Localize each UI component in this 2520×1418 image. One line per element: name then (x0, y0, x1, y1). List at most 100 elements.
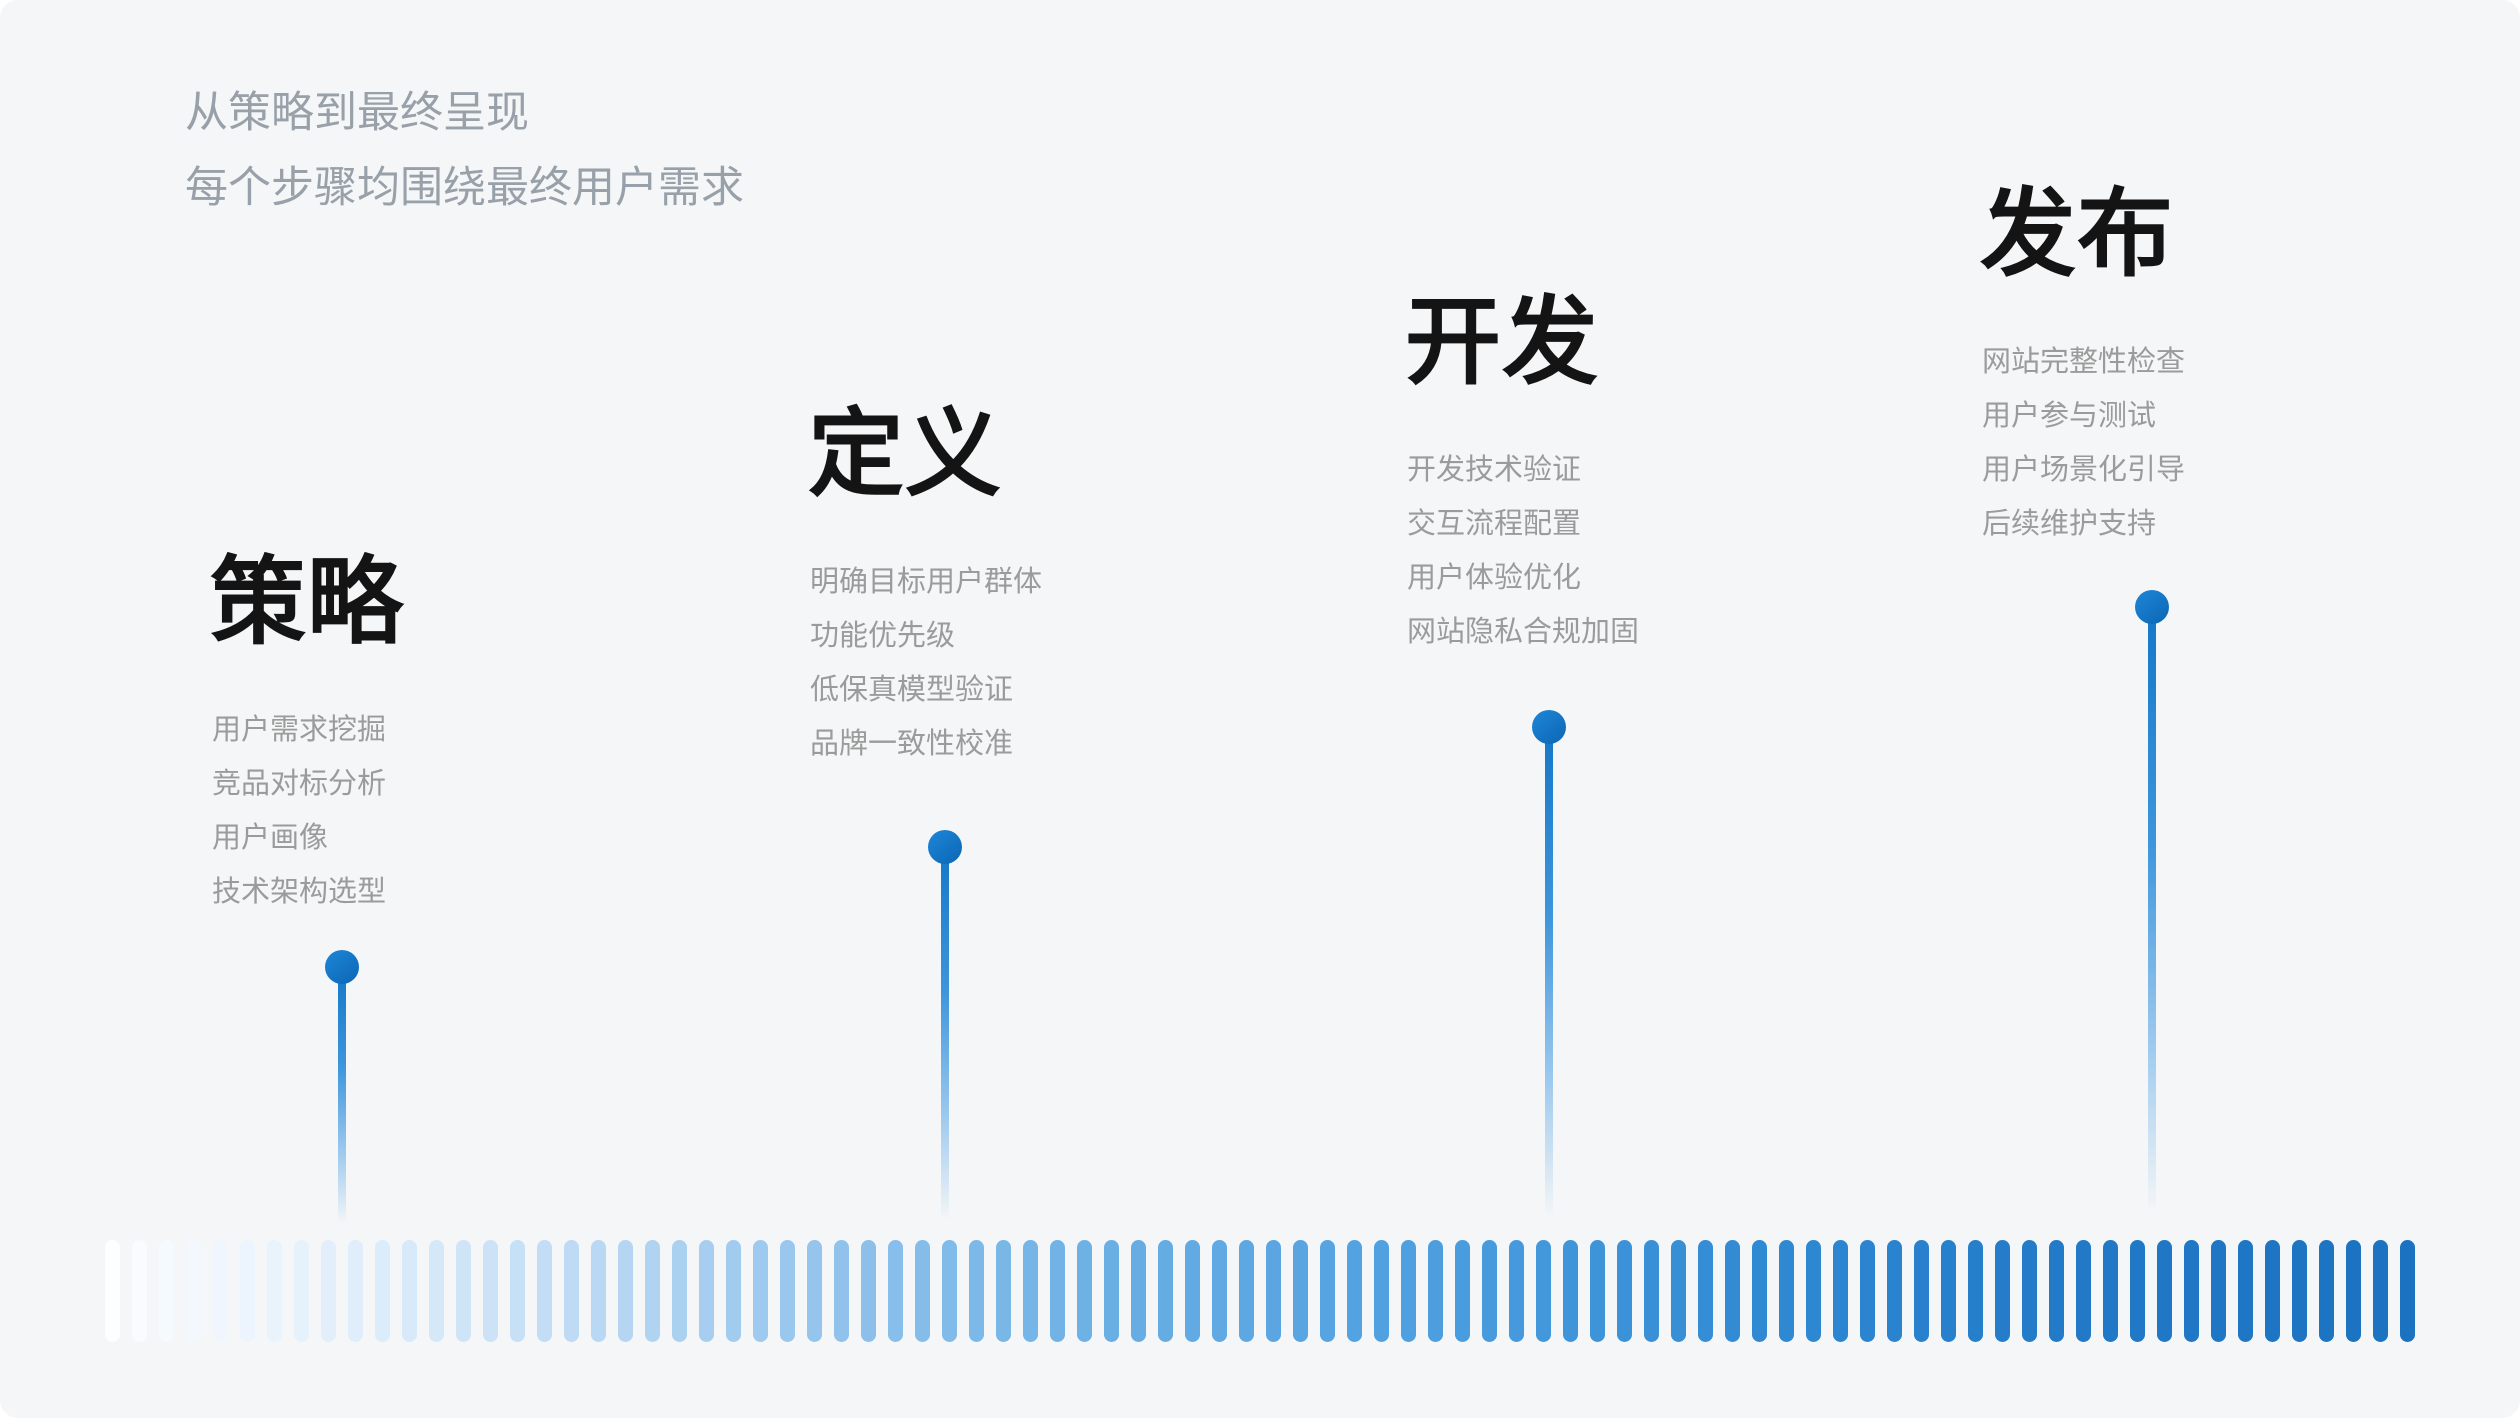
stage-item-list: 明确目标用户群体 功能优先级 低保真模型验证 品牌一致性校准 (810, 555, 1042, 771)
timeline-bar (1941, 1240, 1956, 1342)
timeline-bar (753, 1240, 768, 1342)
subtitle-line-2: 每个步骤均围绕最终用户需求 (185, 164, 744, 212)
timeline-bar (1860, 1240, 1875, 1342)
timeline-bar (2319, 1240, 2334, 1342)
timeline-bar (564, 1240, 579, 1342)
stage-item: 后续维护支持 (1982, 508, 2157, 540)
stage-item-list: 用户需求挖掘 竞品对标分析 用户画像 技术架构选型 (212, 703, 404, 919)
timeline-bar (1347, 1240, 1362, 1342)
timeline-bar (537, 1240, 552, 1342)
timeline-bar (1698, 1240, 1713, 1342)
stage-item: 品牌一致性校准 (810, 728, 1014, 760)
timeline-bar (618, 1240, 633, 1342)
stage-item: 技术架构选型 (212, 876, 387, 908)
timeline-bar (186, 1240, 201, 1342)
timeline-bar (2346, 1240, 2361, 1342)
timeline-bar (2076, 1240, 2091, 1342)
timeline-bar (1482, 1240, 1497, 1342)
stage-item: 用户体验优化 (1407, 562, 1582, 594)
timeline-bar (1239, 1240, 1254, 1342)
stage-develop: 开发 开发技术验证 交互流程配置 用户体验优化 网站隐私合规加固 (1405, 290, 1639, 659)
timeline-bar (294, 1240, 309, 1342)
timeline-bar (213, 1240, 228, 1342)
stage-item: 竞品对标分析 (212, 768, 387, 800)
timeline-bar (915, 1240, 930, 1342)
timeline-bar (483, 1240, 498, 1342)
stage-item: 明确目标用户群体 (810, 566, 1043, 598)
timeline-bar (1536, 1240, 1551, 1342)
timeline-bar (375, 1240, 390, 1342)
timeline-bar (402, 1240, 417, 1342)
milestone-stem (941, 847, 949, 1232)
timeline-bar (2022, 1240, 2037, 1342)
timeline-bar (2130, 1240, 2145, 1342)
stage-strategy: 策略 用户需求挖掘 竞品对标分析 用户画像 技术架构选型 (210, 550, 404, 919)
milestone-dot (1532, 710, 1566, 744)
timeline-bar (348, 1240, 363, 1342)
timeline-bar (942, 1240, 957, 1342)
stage-item: 功能优先级 (810, 620, 956, 652)
timeline-bar (1131, 1240, 1146, 1342)
timeline-bar (456, 1240, 471, 1342)
stage-item: 开发技术验证 (1407, 454, 1582, 486)
timeline-bar (1671, 1240, 1686, 1342)
milestone-dot (928, 830, 962, 864)
timeline-bar (1320, 1240, 1335, 1342)
timeline-bar (1212, 1240, 1227, 1342)
timeline-bar (1104, 1240, 1119, 1342)
timeline-bar (1779, 1240, 1794, 1342)
timeline-bar (807, 1240, 822, 1342)
timeline-bar (672, 1240, 687, 1342)
timeline-bar (321, 1240, 336, 1342)
timeline-bar (1563, 1240, 1578, 1342)
timeline-bar (1077, 1240, 1092, 1342)
timeline-bar (1428, 1240, 1443, 1342)
timeline-bar (591, 1240, 606, 1342)
timeline-bar (1050, 1240, 1065, 1342)
timeline-bar (996, 1240, 1011, 1342)
timeline-bar (1293, 1240, 1308, 1342)
timeline-bar (240, 1240, 255, 1342)
stage-title: 定义 (808, 401, 1002, 508)
timeline-bar (726, 1240, 741, 1342)
stage-launch: 发布 网站完整性检查 用户参与测试 用户场景化引导 后续维护支持 (1980, 182, 2185, 551)
timeline-bar (2211, 1240, 2226, 1342)
timeline-bar (2292, 1240, 2307, 1342)
timeline-bar (780, 1240, 795, 1342)
timeline-bar (2265, 1240, 2280, 1342)
timeline-bar (1266, 1240, 1281, 1342)
timeline-bar (2238, 1240, 2253, 1342)
timeline-bar (1644, 1240, 1659, 1342)
timeline-bar (1455, 1240, 1470, 1342)
stage-title: 发布 (1980, 181, 2174, 288)
timeline-bar (1401, 1240, 1416, 1342)
stage-item: 低保真模型验证 (810, 674, 1014, 706)
page-subtitle: 从策略到最终呈现 每个步骤均围绕最终用户需求 (185, 76, 744, 226)
stage-item: 网站完整性检查 (1982, 346, 2186, 378)
subtitle-line-1: 从策略到最终呈现 (185, 89, 529, 137)
milestone-stem (338, 967, 346, 1232)
timeline-bar (105, 1240, 120, 1342)
timeline-bar (1806, 1240, 1821, 1342)
stage-item: 用户需求挖掘 (212, 714, 387, 746)
timeline-bar (159, 1240, 174, 1342)
timeline-bar (1590, 1240, 1605, 1342)
timeline-bar (645, 1240, 660, 1342)
stage-item: 用户画像 (212, 822, 329, 854)
timeline-bar (2049, 1240, 2064, 1342)
stage-define: 定义 明确目标用户群体 功能优先级 低保真模型验证 品牌一致性校准 (808, 402, 1042, 771)
timeline-bars (105, 1240, 2415, 1342)
timeline-bar (1914, 1240, 1929, 1342)
timeline-bar (1158, 1240, 1173, 1342)
timeline-bar (2400, 1240, 2415, 1342)
timeline-bar (510, 1240, 525, 1342)
stage-item-list: 网站完整性检查 用户参与测试 用户场景化引导 后续维护支持 (1982, 335, 2185, 551)
timeline-bar (699, 1240, 714, 1342)
timeline-bar (2184, 1240, 2199, 1342)
stage-title: 策略 (210, 549, 404, 656)
milestone-dot (2135, 590, 2169, 624)
stage-item: 用户参与测试 (1982, 400, 2157, 432)
timeline-bar (1968, 1240, 1983, 1342)
timeline-bar (1833, 1240, 1848, 1342)
